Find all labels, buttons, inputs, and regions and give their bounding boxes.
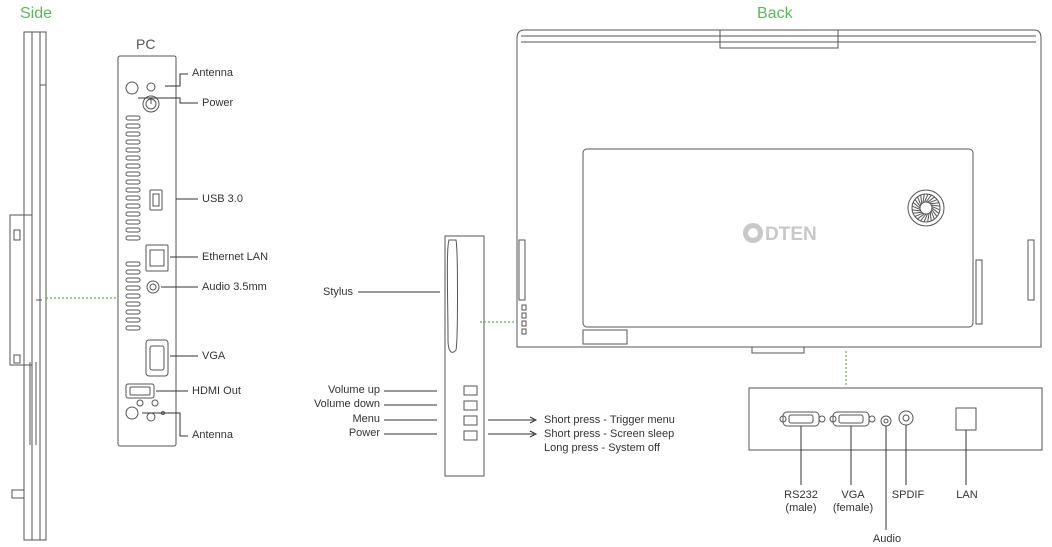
dotted-connectors bbox=[46, 297, 847, 386]
back-title: Back bbox=[757, 5, 793, 22]
side-leader-lines bbox=[358, 291, 538, 438]
label-short-press-menu: Short press - Trigger menu bbox=[544, 414, 675, 426]
vent-slot bbox=[125, 317, 141, 323]
label-vga-port-name: VGA bbox=[841, 489, 865, 501]
vent-slot bbox=[125, 293, 141, 299]
fan-icon bbox=[911, 193, 941, 223]
label-short-press-sleep: Short press - Screen sleep bbox=[544, 428, 675, 440]
vent-slot bbox=[125, 195, 141, 201]
side-view-display bbox=[9, 31, 47, 541]
pc-title: PC bbox=[136, 36, 156, 52]
back-view-display bbox=[516, 29, 1042, 354]
label-rs232: RS232 (male) bbox=[784, 489, 818, 515]
vent-slot bbox=[125, 301, 141, 307]
vent-slot bbox=[125, 325, 141, 331]
vent-slot bbox=[125, 171, 141, 177]
label-lan: LAN bbox=[956, 489, 978, 501]
vent-slot bbox=[125, 163, 141, 169]
label-menu: Menu bbox=[352, 413, 380, 425]
label-power-button: Power bbox=[348, 427, 380, 439]
label-stylus: Stylus bbox=[323, 286, 353, 298]
label-vga-port-sub: (female) bbox=[832, 502, 874, 514]
vent-slot bbox=[125, 269, 141, 275]
label-antenna-bottom: Antenna bbox=[192, 429, 233, 441]
label-spdif: SPDIF bbox=[891, 489, 925, 501]
label-rs232-sub: (male) bbox=[785, 502, 817, 514]
side-title: Side bbox=[20, 5, 53, 22]
vent-slot bbox=[125, 187, 141, 193]
vent-slot bbox=[125, 139, 141, 145]
label-rs232-name: RS232 bbox=[784, 489, 818, 501]
dten-logo-mark bbox=[743, 223, 763, 243]
pc-module bbox=[117, 55, 177, 447]
label-antenna-top: Antenna bbox=[192, 67, 233, 79]
vent-slot bbox=[125, 261, 141, 267]
vent-slot bbox=[125, 203, 141, 209]
vent-slot bbox=[125, 155, 141, 161]
vent-slot bbox=[125, 179, 141, 185]
label-ethernet: Ethernet LAN bbox=[202, 251, 269, 263]
label-power: Power bbox=[202, 97, 234, 109]
label-usb: USB 3.0 bbox=[202, 193, 243, 205]
label-audio: Audio 3.5mm bbox=[202, 281, 267, 293]
pc-leader-lines bbox=[138, 73, 198, 437]
vent-slot bbox=[125, 235, 141, 241]
port-panel bbox=[748, 387, 1043, 451]
port-leader-lines bbox=[800, 425, 967, 530]
vent-slot bbox=[125, 115, 141, 121]
label-audio-port: Audio bbox=[872, 533, 902, 545]
side-button-panel bbox=[444, 235, 485, 477]
vent-slot bbox=[125, 131, 141, 137]
vent-slot bbox=[125, 211, 141, 217]
label-volume-up: Volume up bbox=[328, 384, 380, 396]
label-vga-port: VGA (female) bbox=[833, 489, 873, 515]
vent-slot bbox=[125, 309, 141, 315]
vent-slot bbox=[125, 147, 141, 153]
vent-slot bbox=[125, 219, 141, 225]
label-long-press-off: Long press - System off bbox=[544, 442, 660, 454]
vent-slot bbox=[125, 285, 141, 291]
label-vga: VGA bbox=[202, 350, 226, 362]
vent-slot bbox=[125, 123, 141, 129]
vent-slot bbox=[125, 277, 141, 283]
label-hdmi: HDMI Out bbox=[192, 385, 241, 397]
vent-slot bbox=[125, 227, 141, 233]
label-volume-down: Volume down bbox=[313, 398, 380, 410]
brand-logo-text: DTEN bbox=[765, 224, 817, 245]
